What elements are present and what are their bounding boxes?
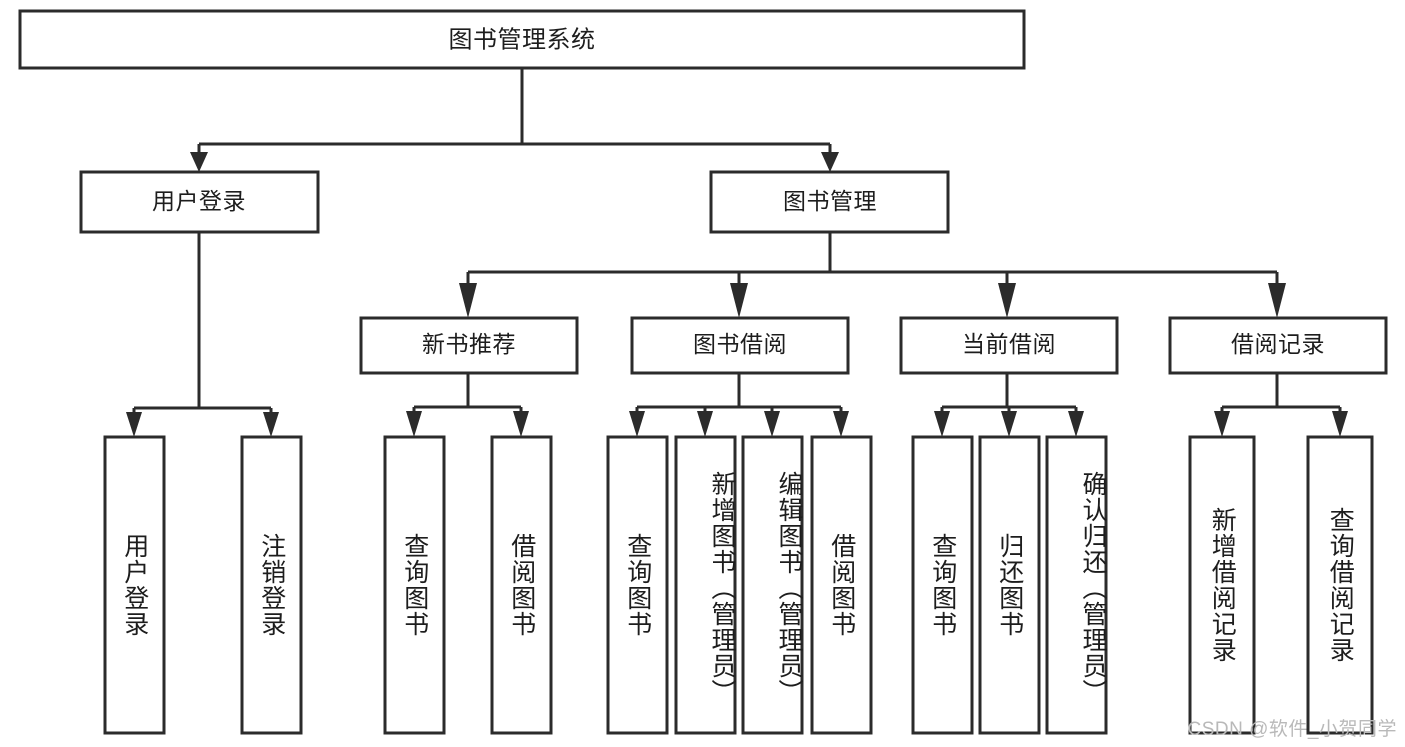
node-current-borrow[interactable]: 当前借阅 [899,316,1119,375]
arrowhead-leaf-query-record [1332,411,1348,437]
node-leaf-add-book[interactable] [674,435,737,735]
watermark-text: CSDN @软件_小贺同学 [1187,719,1397,740]
arrowhead-leaf-edit-book [764,411,780,437]
node-leaf-query-record[interactable] [1306,435,1374,735]
node-leaf-query-book-2[interactable] [606,435,669,735]
node-new-book-recommend[interactable]: 新书推荐 [359,316,579,375]
arrowhead-current-borrow [998,283,1016,318]
node-leaf-add-record[interactable] [1188,435,1256,735]
arrowhead-leaf-confirm-return [1068,411,1084,437]
arrowhead-leaf-return-book [1001,411,1017,437]
node-leaf-query-book-3[interactable] [911,435,974,735]
connectors-layer [126,68,1348,437]
node-book-management-label: 图书管理 [783,188,877,214]
node-book-borrow[interactable]: 图书借阅 [630,316,850,375]
node-borrow-record-label: 借阅记录 [1231,331,1325,357]
node-leaf-return-book[interactable] [978,435,1041,735]
arrowhead-leaf-borrow-book-1 [513,411,529,437]
arrowhead-leaf-add-record [1214,411,1230,437]
nodes-layer: 图书管理系统 用户登录 图书管理 新书推荐 图书借阅 当前 [18,9,1388,735]
node-title[interactable]: 图书管理系统 [18,9,1026,70]
node-book-borrow-label: 图书借阅 [693,331,787,357]
arrowhead-leaf-query-book-1 [406,411,422,437]
node-leaf-confirm-return[interactable] [1045,435,1108,735]
arrowhead-user-login [190,152,208,172]
node-user-login[interactable]: 用户登录 [79,170,320,234]
node-leaf-query-book-1[interactable] [383,435,446,735]
node-leaf-borrow-book-1[interactable] [490,435,553,735]
arrowhead-leaf-logout [263,412,279,437]
arrowhead-leaf-borrow-book-2 [833,411,849,437]
arrowhead-book-management [821,152,839,172]
arrowhead-leaf-query-book-3 [934,411,950,437]
node-current-borrow-label: 当前借阅 [962,331,1056,357]
arrowhead-borrow-record [1268,283,1286,318]
node-leaf-user-login[interactable] [103,435,166,735]
node-leaf-borrow-book-2[interactable] [810,435,873,735]
arrowhead-new-book-recommend [459,283,477,318]
arrowhead-book-borrow [730,283,748,318]
node-user-login-label: 用户登录 [152,188,246,214]
node-borrow-record[interactable]: 借阅记录 [1168,316,1388,375]
node-title-label: 图书管理系统 [449,26,596,53]
arrowhead-leaf-user-login [126,412,142,437]
arrowhead-leaf-query-book-2 [629,411,645,437]
node-book-management[interactable]: 图书管理 [709,170,950,234]
arrowhead-leaf-add-book [697,411,713,437]
node-leaf-logout[interactable] [240,435,303,735]
node-leaf-edit-book[interactable] [741,435,804,735]
node-new-book-recommend-label: 新书推荐 [422,331,516,357]
